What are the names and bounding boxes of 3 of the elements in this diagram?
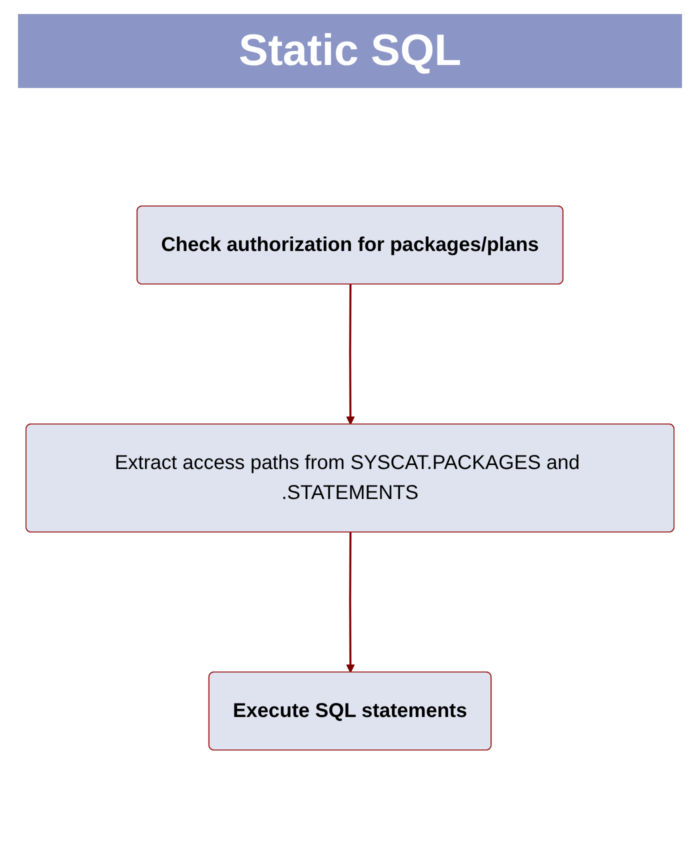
- arrow: [346, 532, 355, 673]
- arrow: [346, 284, 355, 425]
- title-banner: Static SQL: [18, 14, 682, 88]
